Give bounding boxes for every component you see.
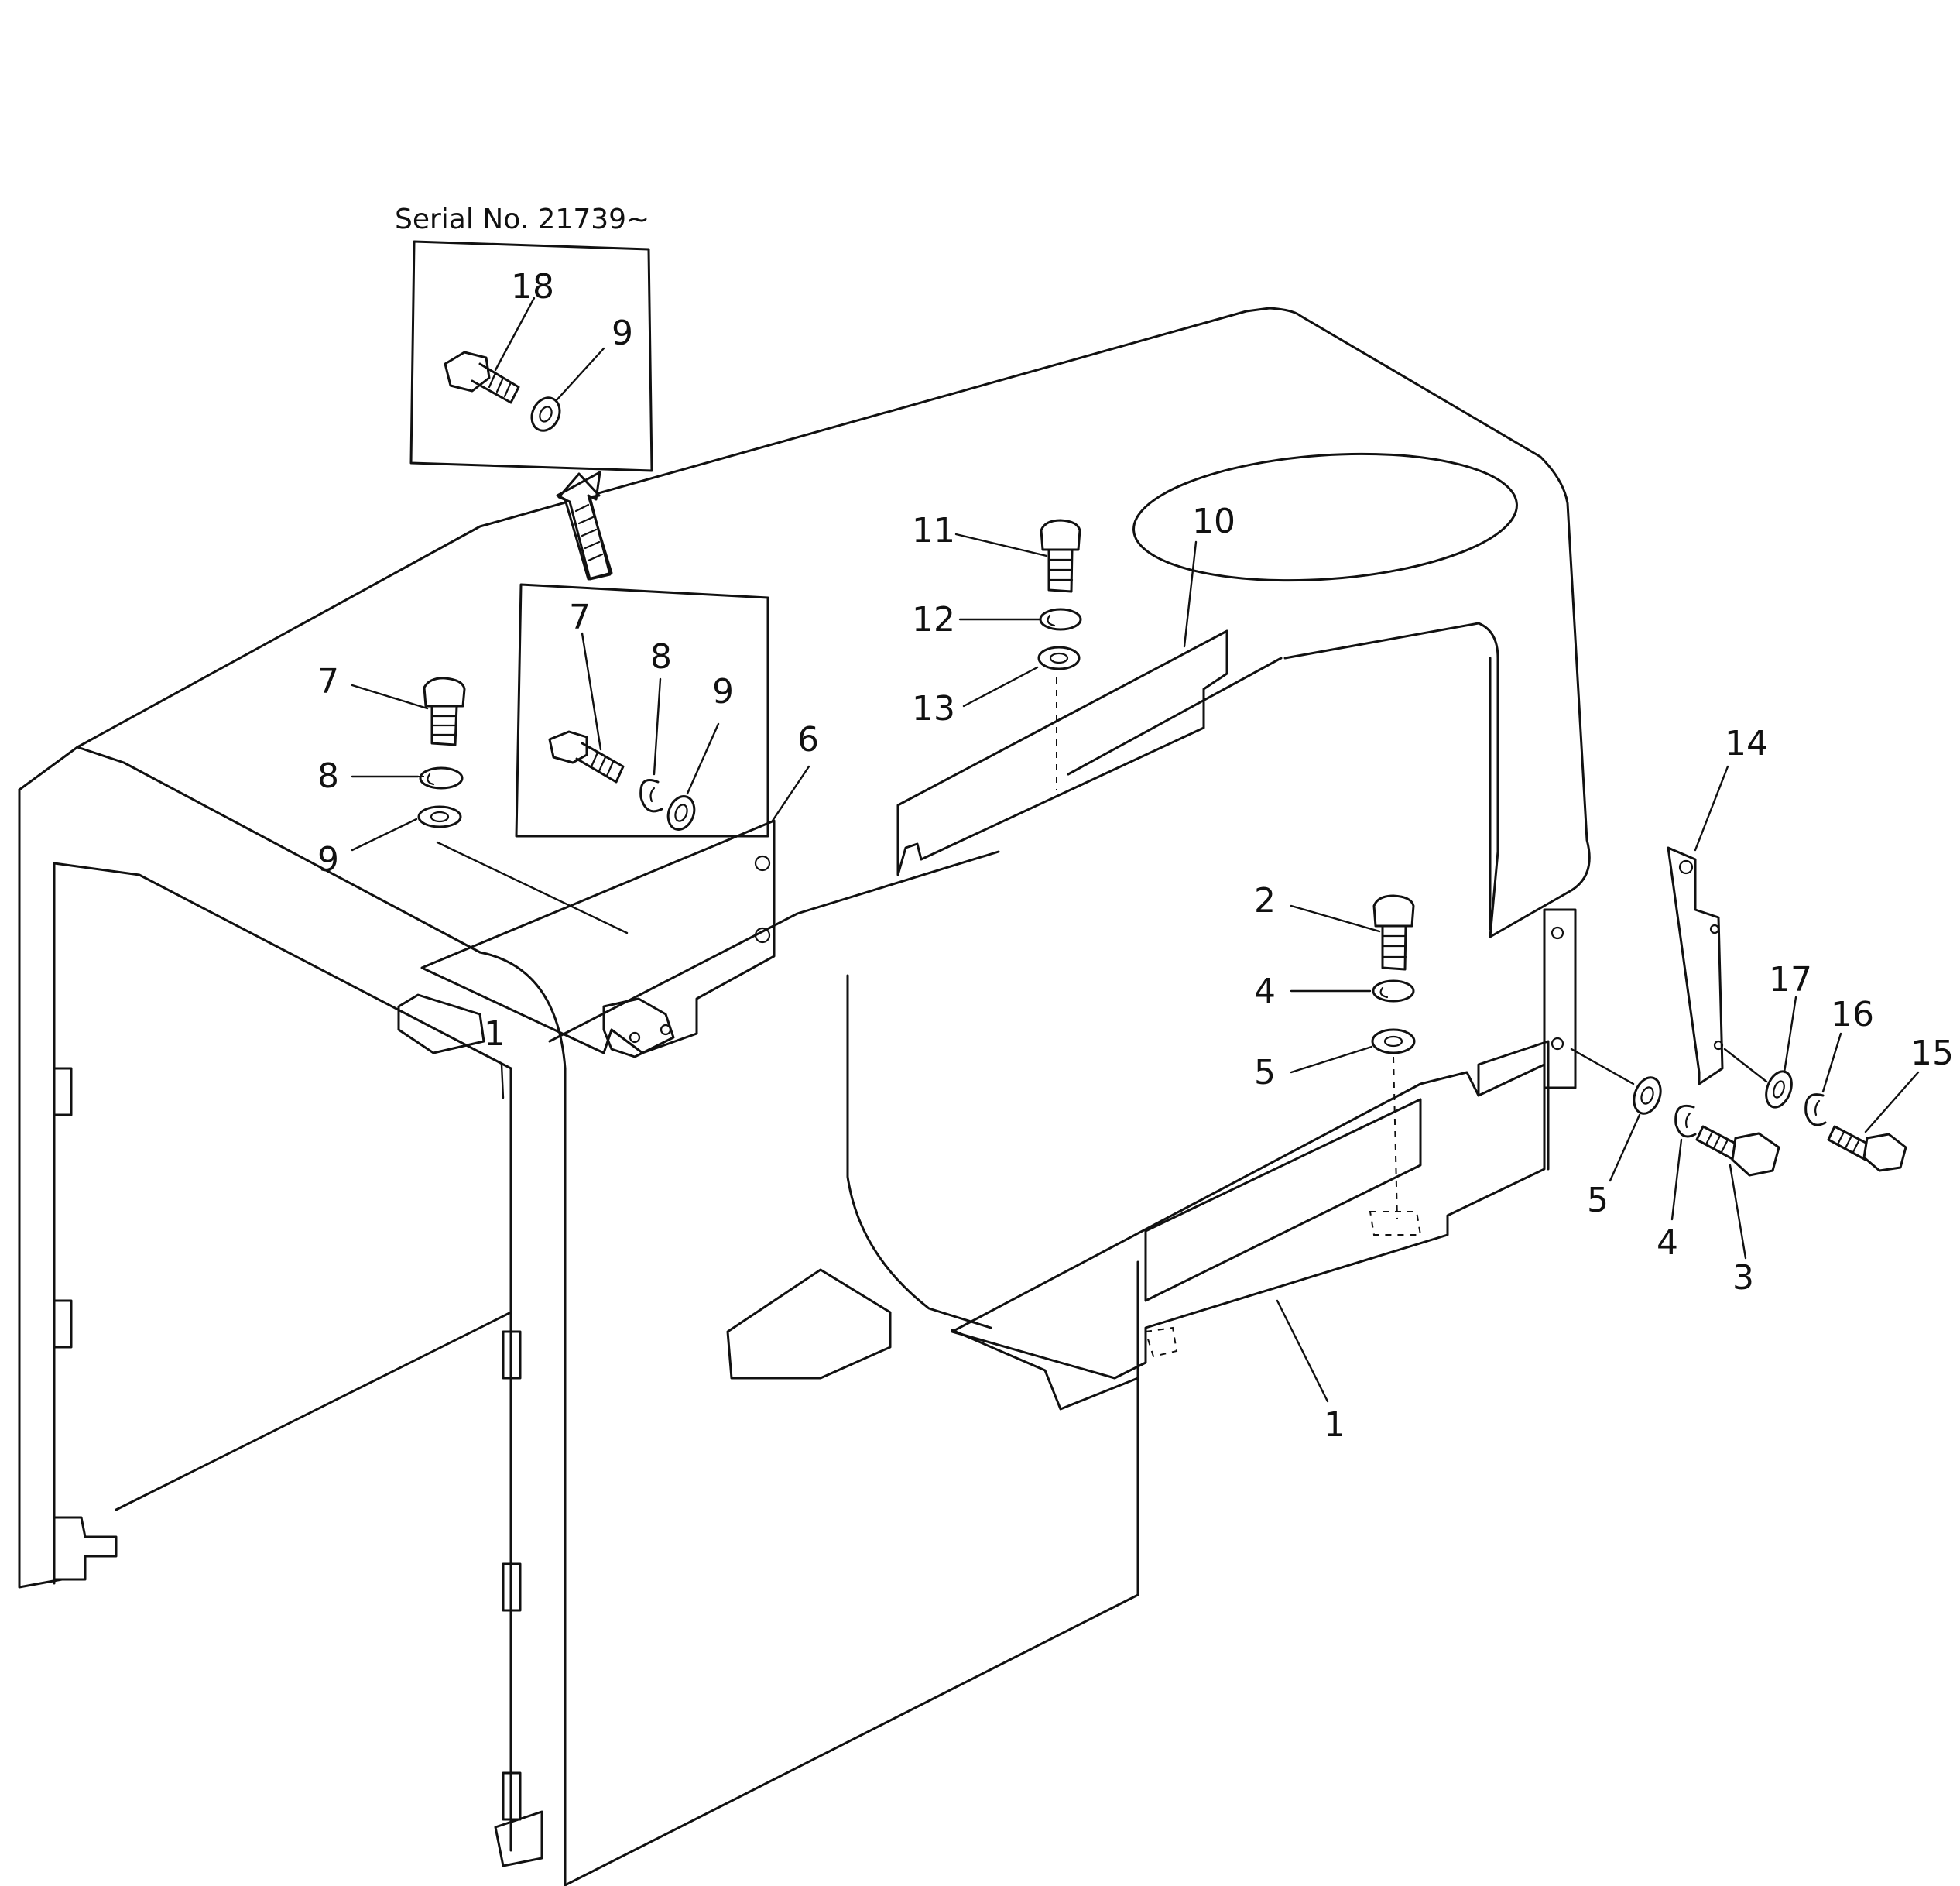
callout-9-inset-b: 9 [712, 672, 734, 712]
hatched-arrow [556, 471, 613, 581]
fasteners-far-right: 14 17 16 15 5 [1570, 724, 1954, 1298]
washer-17 [1765, 1070, 1793, 1109]
callout-11: 11 [912, 511, 955, 550]
lockwasher-12 [1039, 608, 1082, 631]
washer-5 [1371, 1028, 1416, 1054]
cover-1 [951, 908, 1577, 1380]
inset-bolts: 7 8 9 [515, 583, 769, 838]
bolt-3 [1695, 1125, 1780, 1177]
callout-9-inset: 9 [612, 314, 633, 353]
leader-1-upper [500, 1063, 505, 1099]
callout-18-inset: 18 [511, 267, 554, 307]
lockwasher-8 [419, 766, 464, 790]
fasteners-7-8-9: 7 8 9 [317, 662, 629, 934]
hood-cover [18, 307, 1591, 1886]
fasteners-2-4-5: 2 4 5 [1254, 881, 1416, 1092]
callout-9: 9 [317, 840, 339, 880]
serial-note: Serial No. 21739~ [395, 204, 649, 235]
callout-2: 2 [1254, 881, 1276, 921]
lockwasher-16 [1804, 1093, 1827, 1126]
callout-4-right: 4 [1657, 1223, 1678, 1263]
callout-7: 7 [317, 662, 339, 701]
bolt-7-inset [548, 730, 625, 784]
washer-9 [417, 805, 462, 828]
plate-6 [420, 819, 776, 1058]
callout-3: 3 [1732, 1258, 1754, 1298]
callout-5-right: 5 [1587, 1181, 1609, 1220]
callout-10: 10 [1192, 502, 1235, 541]
washer-5-right [1633, 1076, 1662, 1115]
bolt-7 [423, 677, 466, 746]
callout-16: 16 [1831, 995, 1874, 1034]
callout-17: 17 [1769, 960, 1812, 1000]
callout-1-upper: 1 [484, 1014, 505, 1054]
callout-6: 6 [797, 720, 819, 760]
washer-9-inset [530, 396, 561, 432]
bolt-18 [444, 351, 520, 404]
callout-1-lower: 1 [1324, 1405, 1345, 1445]
fasteners-11-12-13: 11 12 13 [912, 511, 1082, 729]
bolt-15 [1827, 1125, 1907, 1172]
washer-13 [1037, 646, 1081, 670]
bolt-11 [1040, 519, 1081, 593]
callout-4: 4 [1254, 972, 1276, 1011]
washer-9-inset-b [666, 795, 696, 831]
leader-1-lower [1276, 1299, 1329, 1403]
bracket-14 [1667, 846, 1724, 1085]
callout-8: 8 [317, 756, 339, 796]
callout-5: 5 [1254, 1053, 1276, 1092]
plate-10 [896, 629, 1228, 876]
callout-7-inset: 7 [569, 598, 591, 637]
leader-10 [1183, 540, 1198, 648]
callout-13: 13 [912, 689, 955, 729]
lockwasher-4 [1372, 979, 1415, 1003]
callout-12: 12 [912, 600, 955, 640]
callout-15: 15 [1910, 1034, 1954, 1073]
callout-14: 14 [1725, 724, 1768, 763]
inset-serial: Serial No. 21739~ 18 9 [395, 204, 653, 472]
lockwasher-4-right [1674, 1104, 1697, 1138]
lockwasher-8-inset [639, 779, 663, 813]
callout-8-inset: 8 [650, 637, 672, 677]
leader-6 [771, 765, 810, 822]
bolt-2 [1372, 894, 1415, 971]
